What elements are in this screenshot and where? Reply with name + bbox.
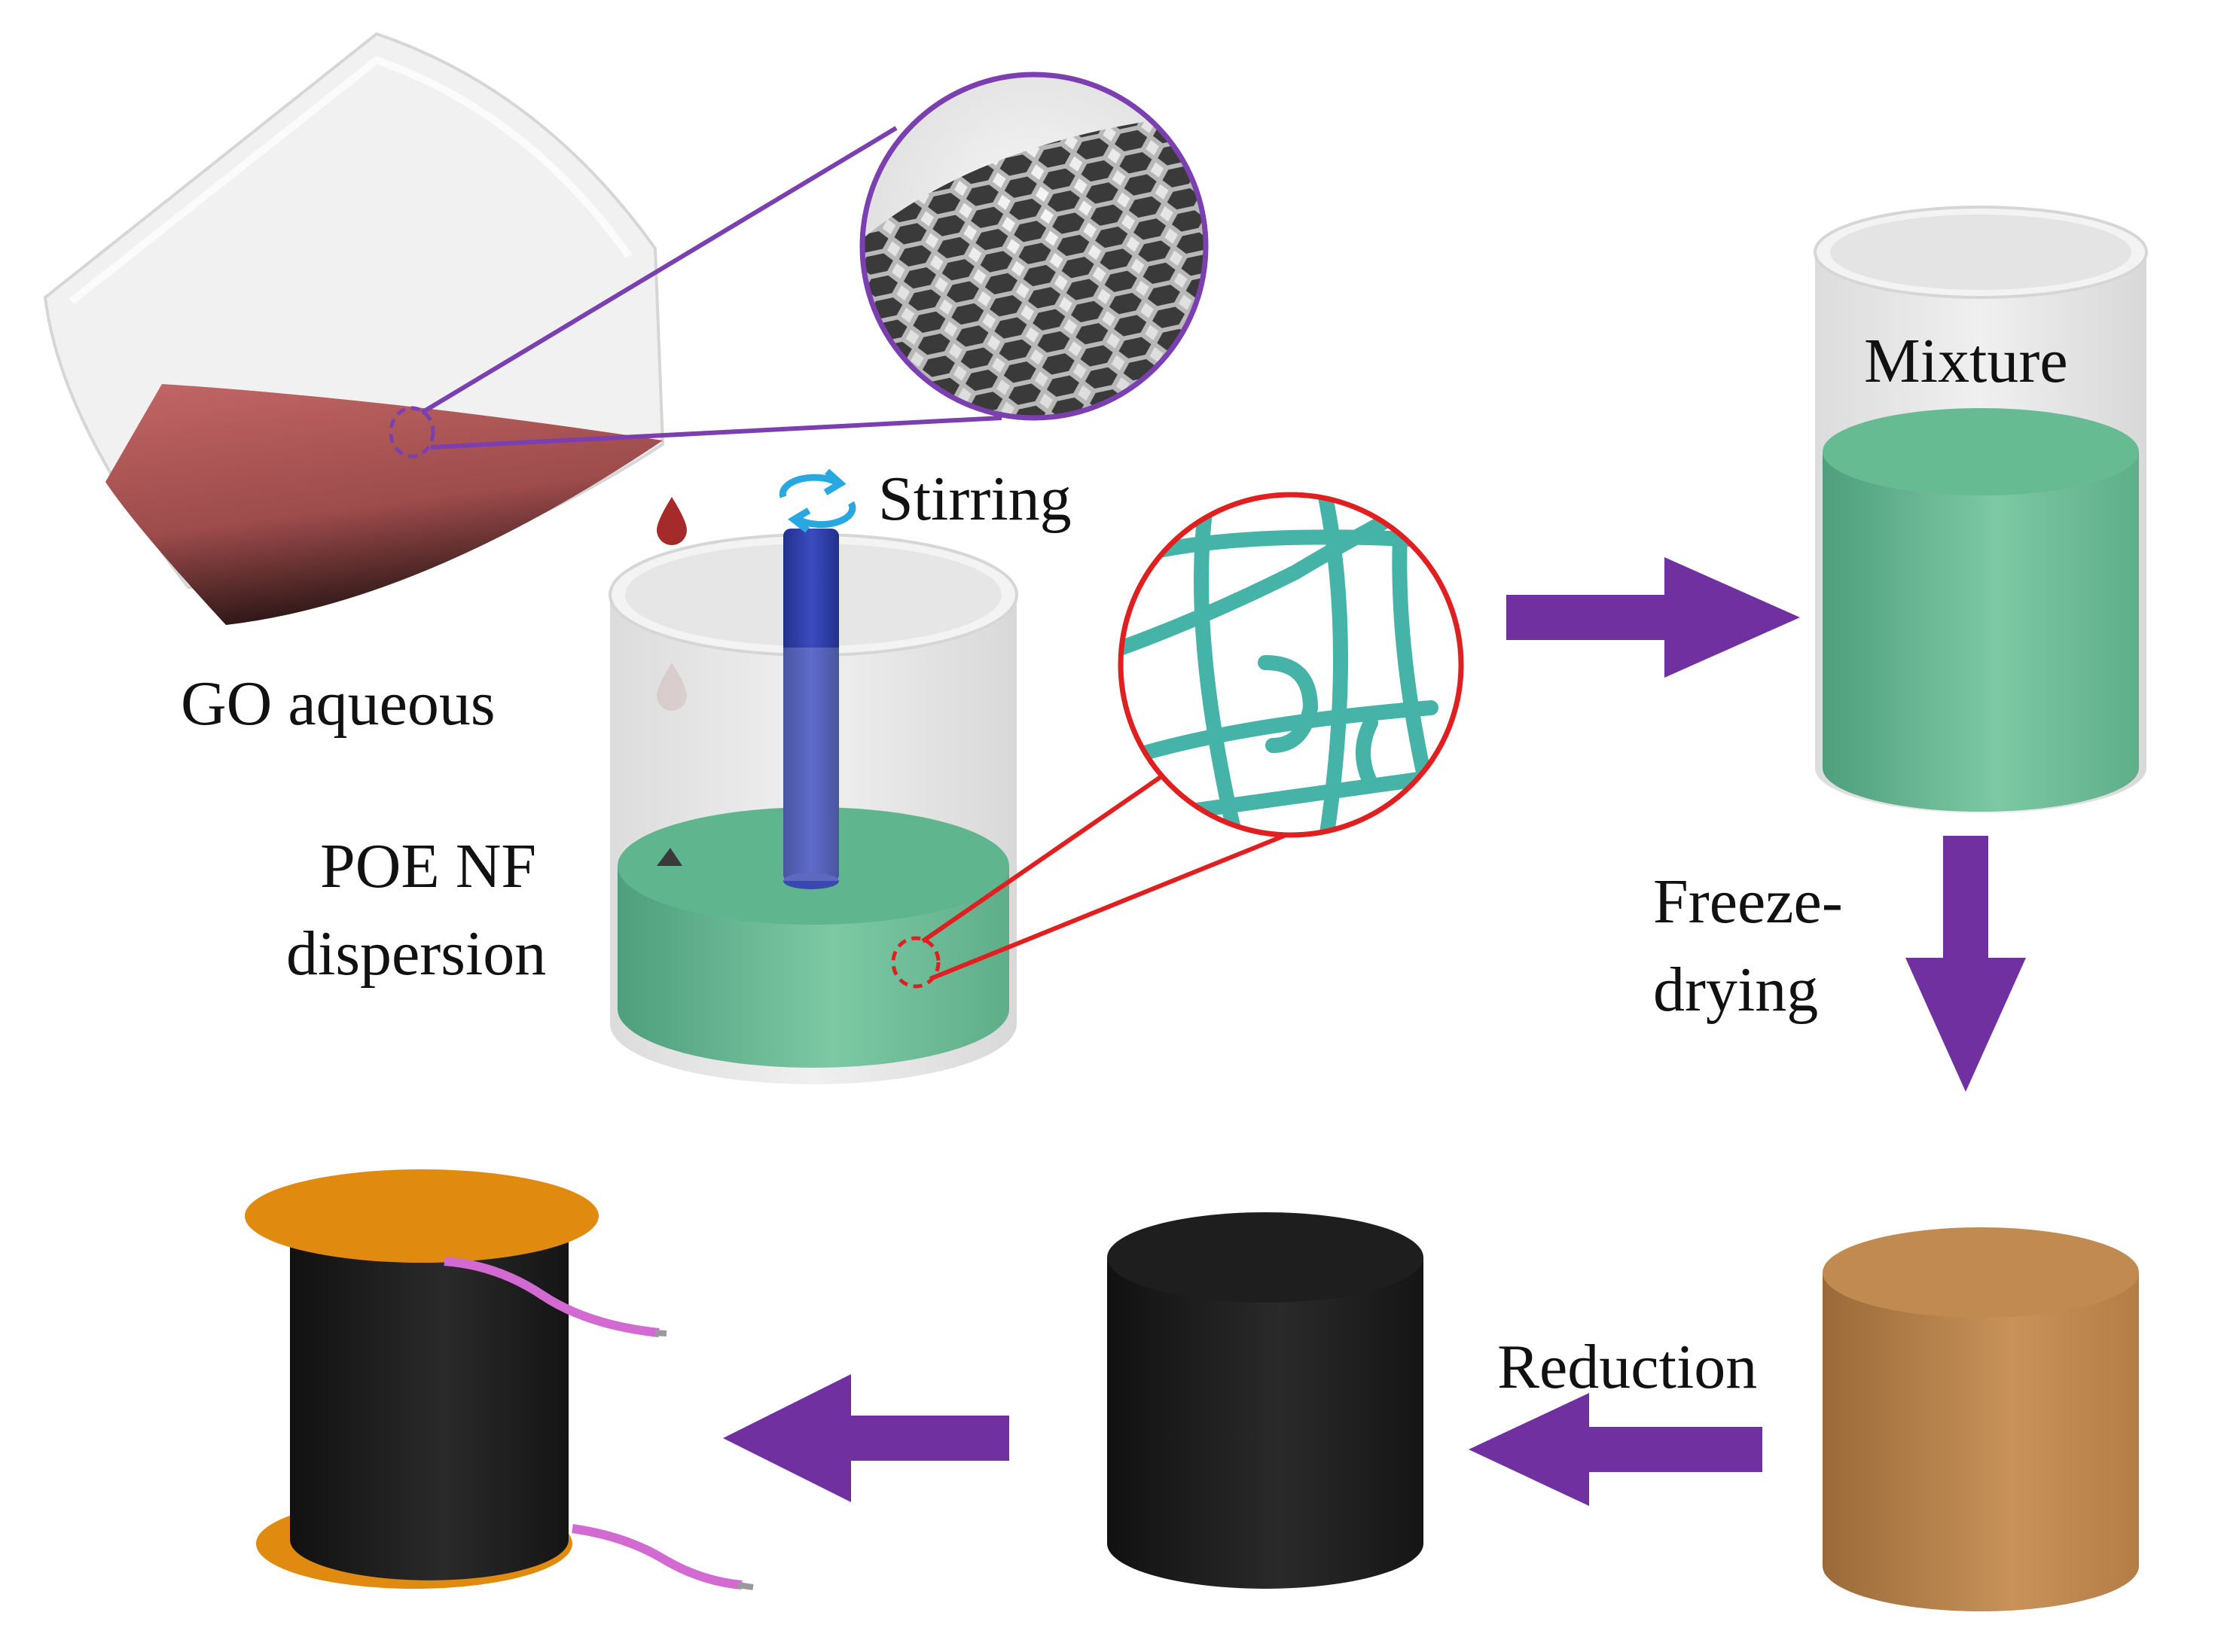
stir-rod (783, 529, 839, 882)
nanofiber-zoom-inset (1118, 492, 1464, 838)
rgo-poe-aerogel (1107, 1212, 1423, 1589)
label-poe-nf-line1: POE NF (320, 831, 536, 901)
mixture-beaker (1814, 206, 2148, 813)
graphene-zoom-inset (859, 72, 1209, 421)
stirring-beaker (609, 529, 1018, 1084)
flow-arrow-icon (1506, 557, 1800, 678)
top-electrode (245, 1169, 599, 1263)
pressure-sensor-device (245, 1169, 754, 1590)
top-wire (444, 1257, 660, 1337)
flow-arrow-icon (1905, 836, 2026, 1092)
label-go-aqueous: GO aqueous (181, 669, 496, 739)
flow-arrow-icon (723, 1374, 1009, 1502)
graphene-zoom-marker (389, 406, 435, 459)
go-poe-aerogel (1823, 1227, 2139, 1611)
label-freeze-line1: Freeze- (1653, 867, 1843, 937)
droplet-icon (657, 497, 687, 545)
rotate-arrows-icon (779, 468, 856, 533)
bottom-wire (572, 1524, 743, 1590)
mixture-liquid (1823, 452, 2139, 812)
label-reduction: Reduction (1497, 1332, 1757, 1402)
go-beaker (43, 32, 665, 625)
label-stirring: Stirring (878, 464, 1072, 534)
flow-arrow-icon (1469, 1393, 1762, 1506)
label-freeze-line2: drying (1653, 955, 1818, 1025)
label-poe-nf-line2: dispersion (286, 919, 546, 989)
nanofiber-zoom-marker (891, 936, 941, 989)
label-mixture: Mixture (1864, 326, 2068, 396)
